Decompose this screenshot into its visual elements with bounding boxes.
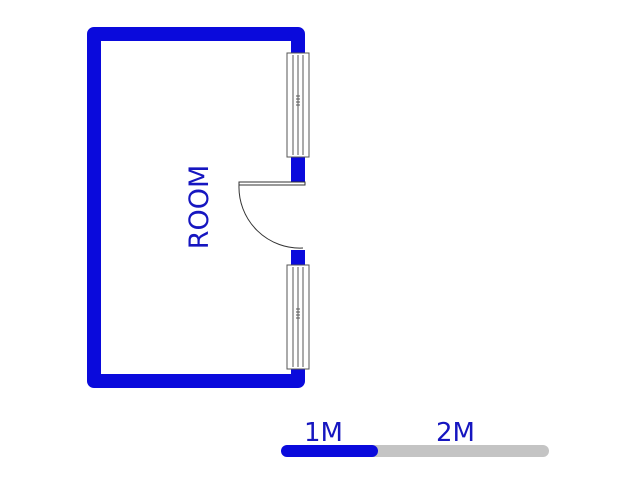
room-label: ROOM <box>184 165 215 250</box>
scale-bar: 1M 2M <box>281 418 549 457</box>
window-lower <box>286 264 310 370</box>
wall-segment-right-lower <box>291 250 305 267</box>
door <box>238 181 306 249</box>
wall-outline <box>87 27 305 388</box>
door-leaf <box>238 181 306 186</box>
door-swing-arc <box>238 184 304 249</box>
window-upper <box>286 52 310 158</box>
room-walls <box>87 27 305 388</box>
scale-label-2m: 2M <box>436 418 475 448</box>
scale-label-1m: 1M <box>304 418 343 448</box>
wall-segment-right-upper <box>291 155 305 184</box>
